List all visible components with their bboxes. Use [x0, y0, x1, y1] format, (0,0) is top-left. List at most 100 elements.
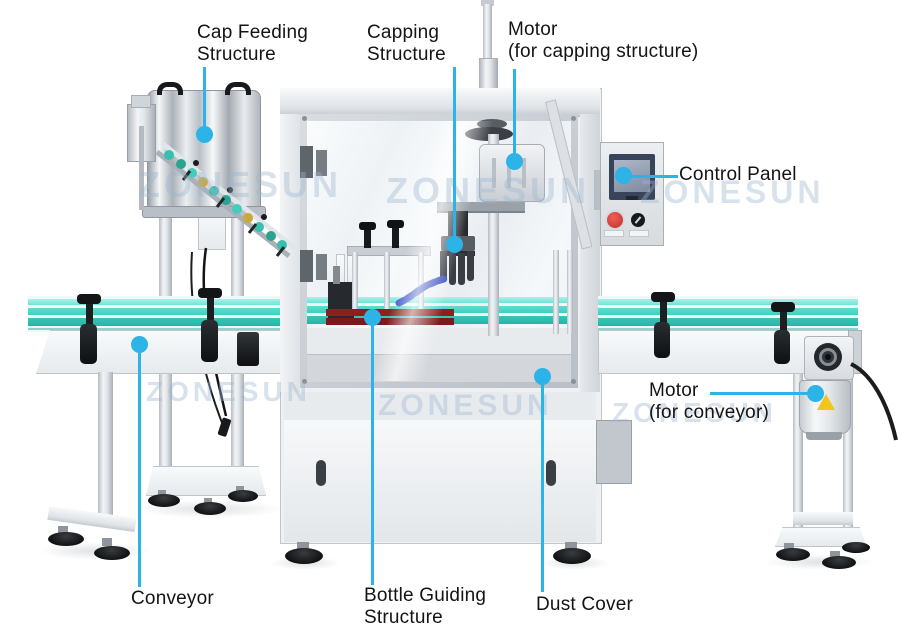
label-line: Bottle Guiding	[364, 585, 487, 606]
callout-line-bottle-guiding	[371, 324, 374, 585]
label-control-panel: Control Panel	[679, 164, 797, 186]
callout-dot-motor-capping	[506, 153, 523, 170]
suction-foot	[822, 556, 856, 569]
label-line: Structure	[364, 607, 443, 628]
hopper-handle	[157, 82, 183, 95]
door-handle	[316, 460, 326, 486]
label-line: Capping	[367, 22, 440, 43]
foot-stem	[58, 526, 68, 534]
conveyor-sensor-bracket	[237, 332, 259, 366]
rail-clamp-knob	[198, 288, 222, 298]
label-capping-structure: Capping Structure	[367, 22, 446, 66]
right-conveyor-rail	[598, 308, 858, 315]
machine-top-rod	[483, 4, 492, 90]
label-line: Dust Cover	[536, 594, 634, 615]
frame-screw	[571, 116, 576, 121]
label-line: Motor	[508, 19, 558, 40]
label-dust-cover: Dust Cover	[536, 594, 633, 616]
right-conveyor-rail	[598, 318, 858, 326]
foot-stem	[204, 498, 212, 504]
machine-left-column	[280, 114, 300, 392]
button-label-plate	[604, 230, 624, 237]
zonesun-watermark: ZONESUN	[146, 376, 311, 407]
rail-clamp	[774, 330, 790, 364]
callout-line-conveyor	[138, 350, 141, 587]
motor-stand-crossbar	[793, 512, 853, 525]
suction-foot	[94, 546, 130, 560]
callout-line-control-panel	[630, 175, 678, 178]
rail-clamp-knob	[77, 294, 101, 304]
rail-clamp-stem	[660, 302, 667, 324]
cabinet-top-strip	[284, 392, 596, 421]
machine-top-rod-collar	[479, 58, 498, 90]
foot-stem	[830, 551, 840, 558]
callout-line-cap-feeding	[203, 67, 206, 128]
cap-hopper-rim	[142, 206, 266, 218]
suction-foot	[842, 542, 870, 553]
label-line: Motor	[649, 380, 699, 401]
label-bottle-guiding-structure: Bottle Guiding Structure	[364, 585, 486, 629]
label-motor-for-conveyor: Motor (for conveyor)	[649, 380, 769, 424]
callout-line-motor-capping	[513, 69, 516, 155]
label-line: (for conveyor)	[649, 402, 770, 423]
callout-dot-capping	[446, 236, 463, 253]
callout-dot-motor-conveyor	[807, 385, 824, 402]
hmi-button-slot	[626, 196, 638, 200]
callout-dot-conveyor	[131, 336, 148, 353]
zonesun-watermark: ZONESUN	[378, 389, 553, 422]
frame-screw	[302, 116, 307, 121]
hopper-handle	[225, 82, 251, 95]
gearbox-dial-center	[825, 354, 831, 360]
zonesun-watermark: ZONESUN	[386, 170, 591, 211]
label-conveyor: Conveyor	[131, 588, 214, 610]
callout-dot-control-panel	[615, 167, 632, 184]
foot-stem	[158, 490, 166, 496]
left-conveyor-rail	[28, 318, 284, 326]
frame-screw	[302, 379, 307, 384]
left-conveyor-rail-edge	[28, 328, 284, 330]
callout-dot-bottle-guiding	[364, 309, 381, 326]
motor-stand-rail	[793, 374, 803, 540]
label-line: Control Panel	[679, 164, 797, 185]
emergency-stop-button[interactable]	[605, 210, 625, 230]
label-line: Structure	[197, 44, 276, 65]
rail-clamp-stem	[86, 304, 93, 326]
foot-stem	[236, 486, 244, 492]
control-panel-mount	[594, 170, 604, 210]
left-conveyor-rail	[28, 299, 284, 305]
foot-stem	[784, 543, 794, 550]
rail-clamp	[80, 324, 97, 364]
right-conveyor-rail-edge	[598, 328, 858, 330]
suction-foot	[148, 494, 180, 507]
label-motor-for-capping-structure: Motor (for capping structure)	[508, 19, 698, 63]
button-label-plate	[629, 230, 649, 237]
suction-foot	[194, 502, 226, 515]
zonesun-watermark: ZONESUN	[138, 164, 343, 205]
left-conveyor-rail	[28, 308, 284, 315]
suction-foot	[553, 548, 591, 564]
callout-line-capping	[453, 67, 456, 239]
feeder-rod	[139, 126, 144, 210]
label-line: Conveyor	[131, 588, 214, 609]
suction-foot	[776, 548, 810, 561]
rail-clamp-knob	[771, 302, 795, 312]
callout-line-motor-conveyor	[710, 392, 810, 395]
rail-clamp-stem	[207, 298, 214, 322]
foot-stem	[565, 542, 577, 550]
rail-clamp-knob	[651, 292, 675, 302]
callout-dot-dust-cover	[534, 368, 551, 385]
cabinet-doors	[284, 420, 596, 542]
frame-screw	[571, 379, 576, 384]
door-handle	[546, 460, 556, 486]
zonesun-watermark: ZONESUN	[640, 174, 825, 210]
left-conveyor-leg	[98, 372, 113, 518]
rail-clamp-stem	[780, 312, 787, 332]
motor-stand-rail	[843, 374, 853, 540]
label-line: Structure	[367, 44, 446, 65]
rail-clamp	[201, 320, 218, 362]
conveyor-motor-cap	[806, 432, 842, 440]
side-electrical-box	[596, 420, 632, 484]
foot-stem	[297, 542, 309, 550]
suction-foot	[228, 490, 258, 502]
